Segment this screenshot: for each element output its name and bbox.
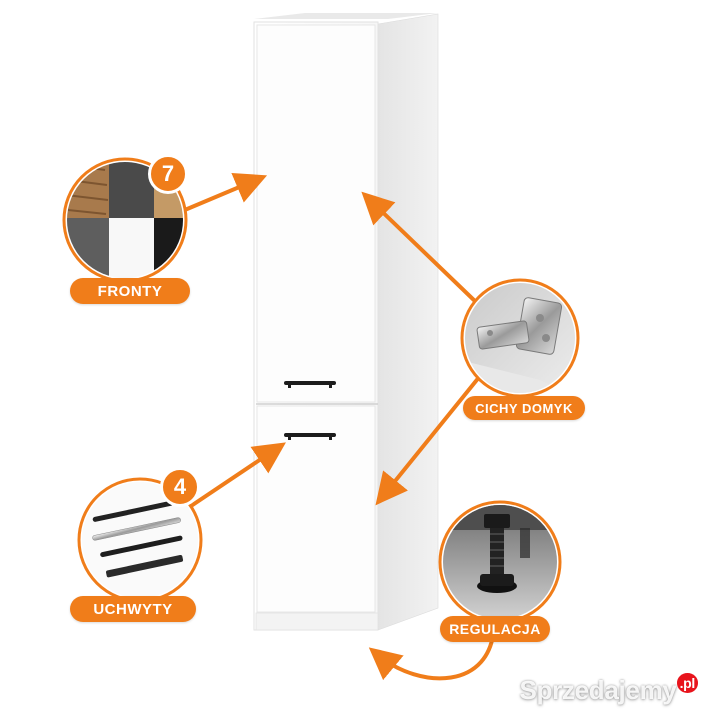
arrow-uchwyty	[186, 442, 286, 510]
uchwyty-count-badge: 4	[160, 467, 200, 507]
cabinet-plinth	[255, 612, 379, 631]
uchwyty-handles-circle	[77, 477, 203, 603]
swatch-graphite	[109, 162, 154, 218]
handle-sample-black-1	[92, 500, 174, 522]
watermark-brand: Sprzedajemy	[519, 675, 677, 705]
handle-sample-silver	[92, 517, 181, 541]
adjustable-leg-icon	[477, 514, 530, 593]
swatch-white	[109, 218, 154, 278]
arrow-hinge-lower	[375, 374, 482, 506]
watermark-tld: .pl	[676, 673, 698, 693]
upper-handle[interactable]	[284, 381, 336, 388]
lower-door[interactable]	[256, 405, 376, 613]
hinge-circle	[460, 278, 580, 398]
cabinet-top	[254, 13, 438, 19]
upper-door[interactable]	[256, 24, 376, 403]
handle-sample-black-3	[106, 554, 184, 578]
fronty-label: FRONTY	[70, 278, 190, 304]
arrow-fronty	[178, 173, 268, 214]
arrow-hinge-upper	[361, 191, 480, 306]
cichy-domyk-label: CICHY DOMYK	[463, 396, 585, 420]
watermark-logo: Sprzedajemy.pl	[519, 673, 698, 706]
arrows	[178, 173, 496, 681]
cabinet	[253, 13, 439, 631]
uchwyty-label: UCHWYTY	[70, 596, 196, 622]
handle-sample-black-2	[100, 535, 183, 558]
cabinet-side	[377, 13, 439, 631]
fronty-swatch-circle	[62, 157, 188, 283]
leg-circle	[438, 500, 562, 624]
fronty-count-badge: 7	[148, 154, 188, 194]
hinge-icon	[476, 297, 563, 355]
arrow-regulacja	[368, 623, 496, 681]
lower-handle[interactable]	[284, 433, 336, 440]
regulacja-label: REGULACJA	[440, 616, 550, 642]
